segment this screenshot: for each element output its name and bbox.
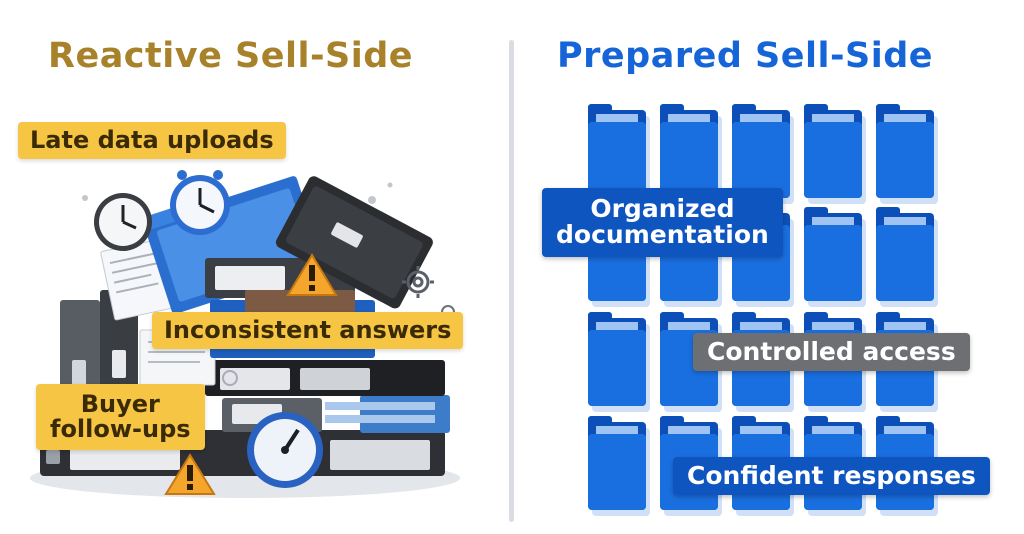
divider (509, 40, 514, 522)
warning-icon (164, 453, 216, 495)
folder-icon (588, 416, 650, 516)
folder-icon (588, 312, 650, 412)
label-organized-documentation: Organized documentation (542, 188, 783, 257)
reactive-title: Reactive Sell-Side (48, 36, 413, 76)
label-buyer-follow-ups: Buyer follow-ups (36, 384, 205, 451)
label-buyer-line2: follow-ups (50, 415, 191, 444)
label-organized-line1: Organized (590, 194, 735, 223)
prepared-title: Prepared Sell-Side (557, 36, 934, 76)
label-inconsistent-answers: Inconsistent answers (152, 312, 464, 350)
clock-icon (170, 170, 230, 235)
folder-icon (588, 104, 650, 204)
label-confident-responses: Confident responses (673, 457, 990, 496)
folder-icon (876, 207, 938, 307)
folder-icon (660, 104, 722, 204)
label-organized-line2: documentation (556, 220, 769, 250)
label-controlled-access: Controlled access (693, 333, 970, 372)
folder-icon (876, 104, 938, 204)
label-late-data-uploads: Late data uploads (18, 122, 286, 160)
folder-icon (804, 104, 866, 204)
label-buyer-line1: Buyer (80, 390, 160, 418)
gauge-icon (247, 412, 323, 488)
gear-icon (402, 266, 434, 298)
warning-icon (286, 253, 338, 296)
clock-icon (94, 193, 152, 251)
folder-icon (804, 207, 866, 307)
folder-icon (732, 104, 794, 204)
